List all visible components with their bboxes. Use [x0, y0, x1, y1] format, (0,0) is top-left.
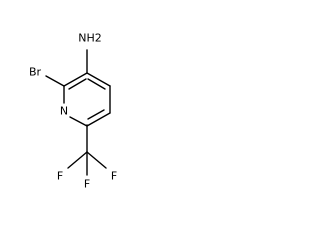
bond-c-f-left	[67, 151, 88, 169]
bond-c4-c3-inner	[87, 78, 106, 90]
bond-c-f-right	[86, 151, 107, 169]
pyridine-ring	[69, 72, 111, 127]
bond-c3-c2-main	[63, 72, 88, 87]
structure-diagram: NH2 Br N F F F	[29, 32, 117, 191]
bond-c6-c5-inner	[87, 109, 105, 120]
fluorine-label-left: F	[57, 170, 63, 183]
bromine-label: Br	[29, 66, 42, 79]
fluorine-label-right: F	[111, 170, 117, 183]
ring-bond-c6-c5	[86, 112, 111, 127]
fluorine-label-bottom: F	[84, 178, 90, 191]
bond-c2-br	[45, 75, 65, 87]
amine-label: NH2	[78, 32, 102, 45]
ring-bond-c4-c3	[86, 72, 111, 87]
pyridine-ring-skeleton	[63, 72, 106, 120]
ring-bond-n1-c6	[69, 116, 88, 127]
bond-c3-c2-inner	[68, 78, 87, 90]
ring-nitrogen-label: N	[60, 105, 68, 118]
